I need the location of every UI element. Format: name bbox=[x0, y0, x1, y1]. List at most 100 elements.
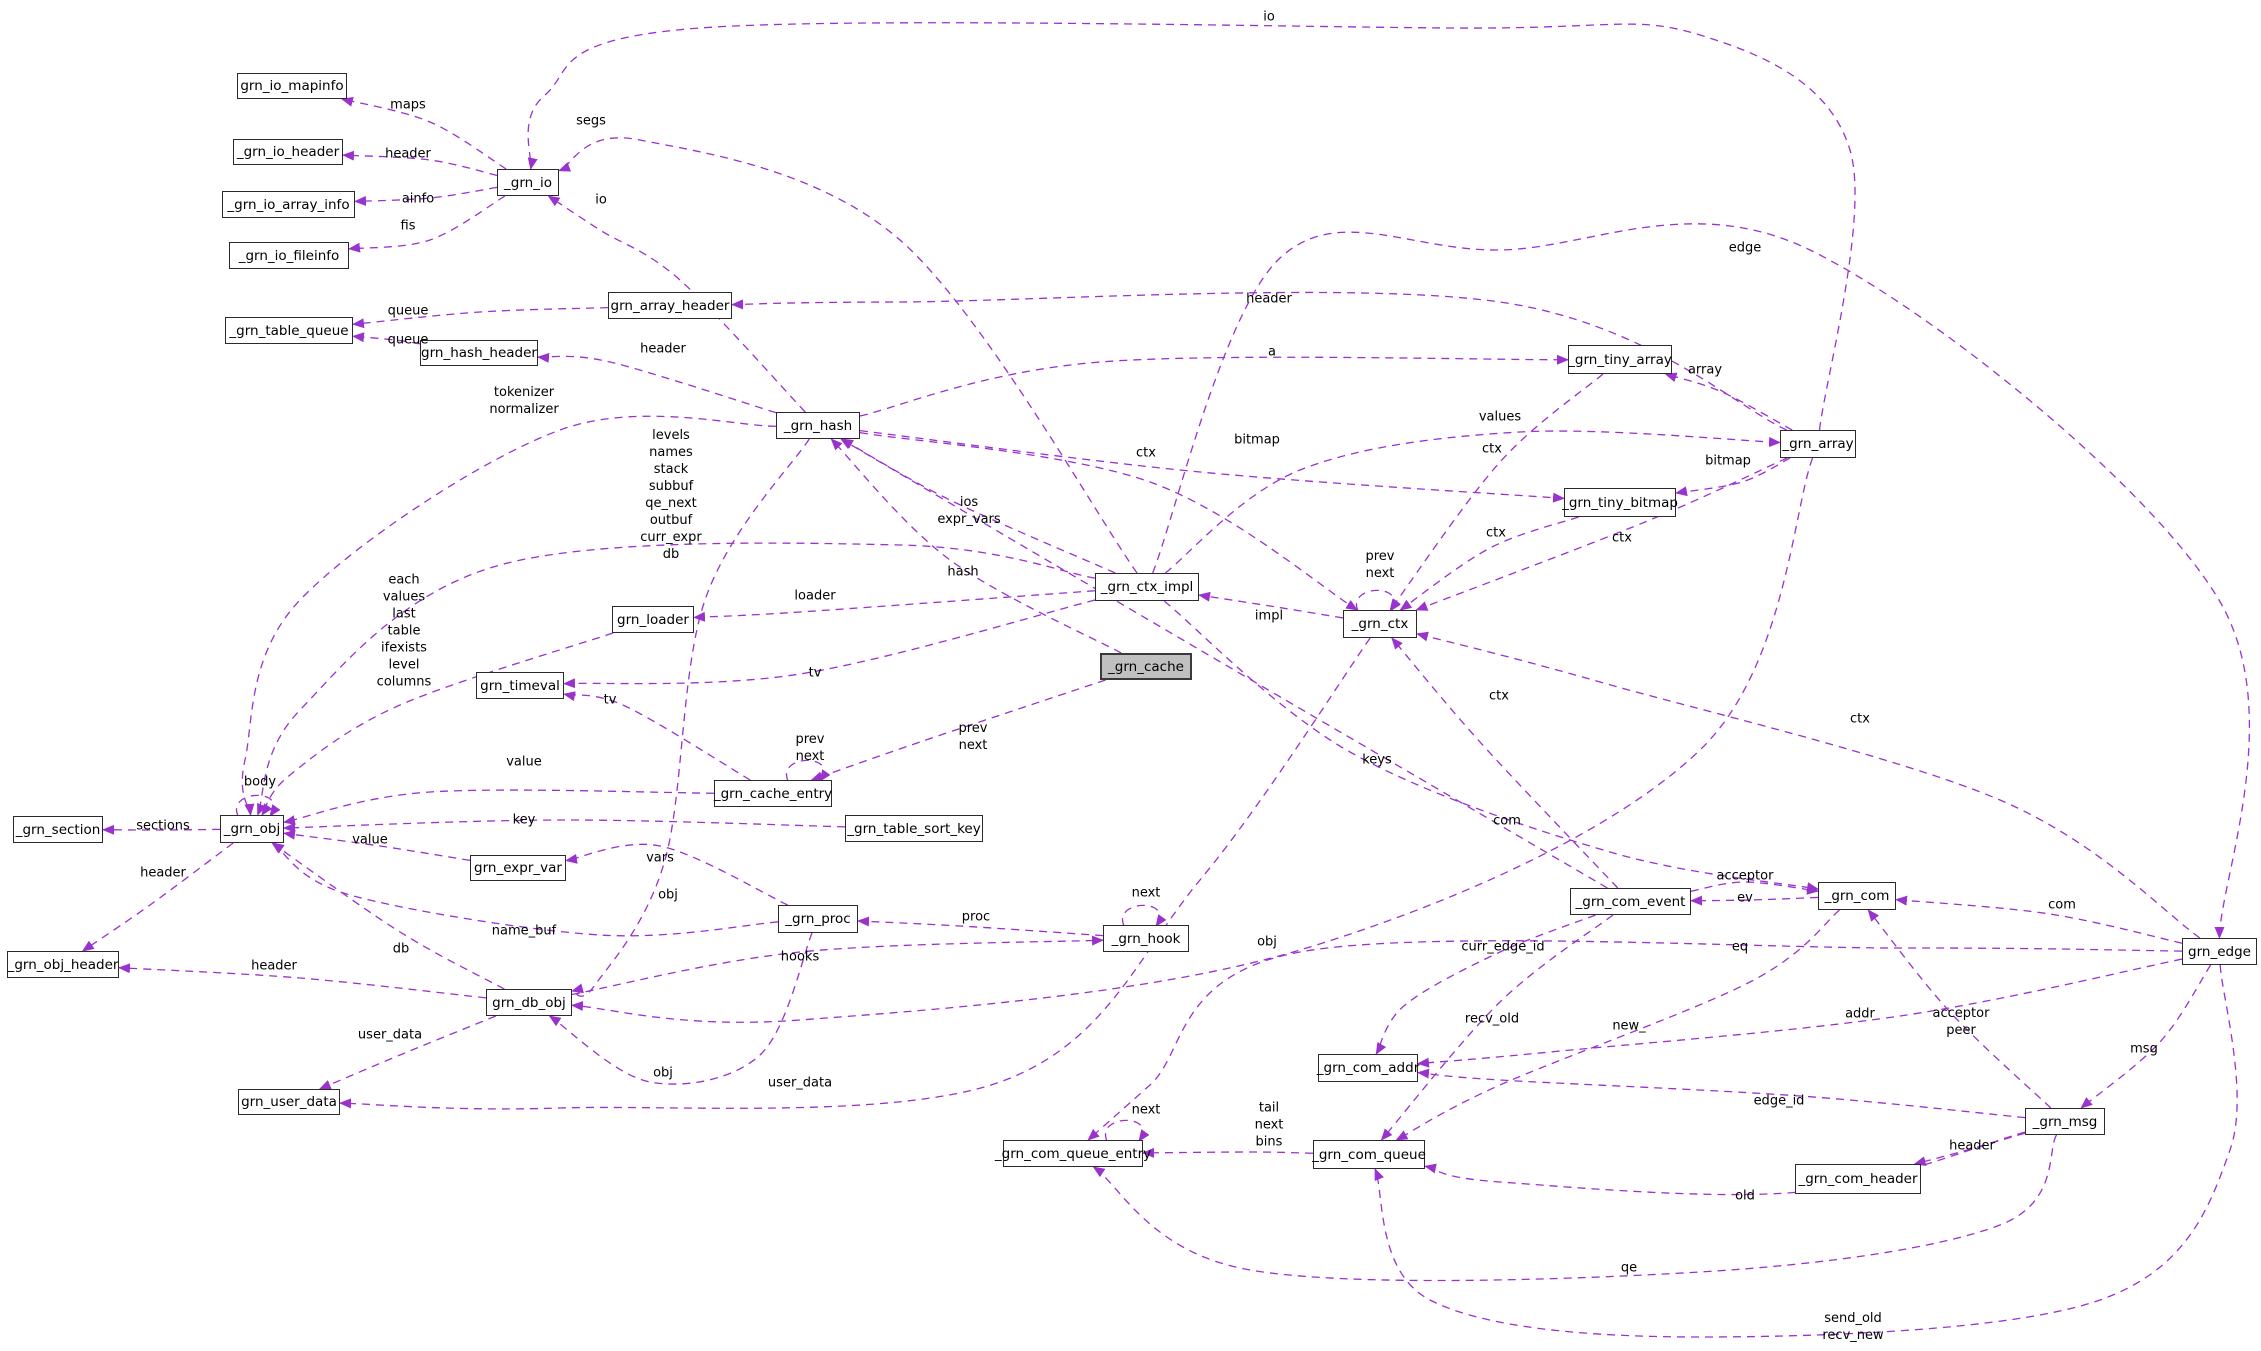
member-edge bbox=[810, 679, 1106, 782]
member-edge bbox=[1417, 958, 2183, 1068]
node-_grn_hash[interactable]: _grn_hash bbox=[776, 412, 860, 439]
node-grn_loader[interactable]: grn_loader bbox=[612, 606, 694, 633]
member-edge bbox=[1092, 1134, 2058, 1282]
node-_grn_table_queue[interactable]: _grn_table_queue bbox=[225, 317, 353, 344]
member-edge bbox=[342, 150, 498, 177]
member-edge bbox=[1415, 457, 1788, 611]
node-_grn_table_sort_key[interactable]: _grn_table_sort_key bbox=[845, 815, 983, 842]
node-label: _grn_io bbox=[504, 174, 552, 191]
member-edge bbox=[1104, 1119, 1150, 1142]
node-label: _grn_hash bbox=[783, 417, 853, 434]
node-label: _grn_com_queue bbox=[1312, 1146, 1426, 1163]
member-edge bbox=[1198, 591, 1344, 619]
node-_grn_array[interactable]: _grn_array bbox=[1780, 430, 1856, 458]
node-_grn_section[interactable]: _grn_section bbox=[13, 816, 103, 843]
node-_grn_io[interactable]: _grn_io bbox=[497, 169, 559, 196]
member-edge bbox=[235, 794, 281, 817]
node-_grn_com_queue[interactable]: _grn_com_queue bbox=[1312, 1140, 1426, 1169]
node-label: _grn_com bbox=[1824, 888, 1890, 904]
node-grn_user_data[interactable]: grn_user_data bbox=[238, 1089, 340, 1115]
node-_grn_cache[interactable]: _grn_cache bbox=[1100, 653, 1192, 680]
member-edge bbox=[1389, 373, 1604, 611]
node-_grn_proc[interactable]: _grn_proc bbox=[778, 905, 858, 933]
node-_grn_com_header[interactable]: _grn_com_header bbox=[1795, 1164, 1921, 1194]
member-edge bbox=[1087, 940, 2183, 1141]
member-edge bbox=[1121, 904, 1167, 927]
node-_grn_obj[interactable]: _grn_obj bbox=[220, 815, 284, 843]
node-label: grn_timeval bbox=[480, 677, 560, 694]
member-edge bbox=[1152, 223, 2251, 939]
node-_grn_com_event[interactable]: _grn_com_event bbox=[1570, 888, 1691, 915]
node-_grn_msg[interactable]: _grn_msg bbox=[2025, 1108, 2105, 1135]
member-edge bbox=[859, 429, 1565, 503]
member-edge bbox=[348, 195, 506, 253]
member-edge bbox=[731, 291, 1787, 431]
node-_grn_cache_entry[interactable]: _grn_cache_entry bbox=[714, 780, 832, 807]
member-edge bbox=[563, 599, 1096, 689]
node-grn_timeval[interactable]: grn_timeval bbox=[476, 672, 564, 699]
node-_grn_io_array_info[interactable]: _grn_io_array_info bbox=[222, 191, 355, 218]
member-edge bbox=[257, 542, 1096, 816]
node-label: grn_expr_var bbox=[474, 860, 562, 876]
node-_grn_com[interactable]: _grn_com bbox=[1818, 882, 1896, 910]
node-_grn_io_fileinfo[interactable]: _grn_io_fileinfo bbox=[229, 242, 349, 269]
member-edge bbox=[354, 186, 498, 206]
node-_grn_obj_header[interactable]: _grn_obj_header bbox=[7, 951, 119, 978]
node-label: grn_hash_header bbox=[421, 345, 537, 361]
node-label: grn_user_data bbox=[241, 1094, 337, 1110]
member-edge bbox=[1664, 372, 1793, 431]
member-edge bbox=[81, 842, 234, 952]
member-edge bbox=[571, 457, 1814, 1023]
member-edge bbox=[785, 759, 831, 782]
node-_grn_ctx[interactable]: _grn_ctx bbox=[1343, 610, 1417, 638]
node-label: _grn_com_addr bbox=[1316, 1060, 1420, 1076]
node-label: _grn_msg bbox=[2032, 1113, 2098, 1130]
member-edge bbox=[352, 332, 421, 345]
member-edge bbox=[1690, 881, 1819, 895]
member-edge bbox=[1424, 1131, 2026, 1196]
member-edge bbox=[283, 789, 715, 826]
member-edge bbox=[563, 691, 751, 781]
member-edge bbox=[859, 432, 1359, 611]
node-_grn_hook[interactable]: _grn_hook bbox=[1103, 925, 1189, 952]
node-grn_expr_var[interactable]: grn_expr_var bbox=[470, 855, 566, 881]
node-label: _grn_proc bbox=[785, 911, 851, 927]
member-edge bbox=[857, 916, 1104, 937]
member-edge bbox=[1675, 457, 1791, 497]
node-label: _grn_ctx_impl bbox=[1100, 579, 1194, 595]
member-edge bbox=[340, 96, 507, 170]
member-edge bbox=[261, 632, 614, 816]
member-edge bbox=[283, 829, 471, 861]
node-label: grn_loader bbox=[617, 611, 689, 628]
node-label: _grn_table_queue bbox=[229, 322, 349, 339]
member-edge bbox=[558, 137, 1138, 574]
member-edge bbox=[118, 963, 487, 999]
node-label: grn_io_mapinfo bbox=[240, 78, 344, 94]
node-label: grn_edge bbox=[2188, 943, 2251, 960]
node-grn_db_obj[interactable]: grn_db_obj bbox=[486, 989, 572, 1016]
node-_grn_com_queue_entry[interactable]: _grn_com_queue_entry bbox=[995, 1140, 1151, 1167]
node-grn_io_mapinfo[interactable]: grn_io_mapinfo bbox=[237, 73, 347, 99]
node-_grn_io_header[interactable]: _grn_io_header bbox=[233, 139, 343, 165]
node-_grn_ctx_impl[interactable]: _grn_ctx_impl bbox=[1095, 573, 1199, 601]
member-edge bbox=[840, 438, 1608, 889]
member-edge bbox=[1142, 1147, 1314, 1158]
node-label: _grn_section bbox=[15, 821, 101, 838]
member-edge bbox=[565, 843, 788, 906]
member-edge bbox=[527, 22, 1856, 431]
node-label: _grn_ctx bbox=[1351, 616, 1409, 632]
member-edge bbox=[1417, 1068, 2026, 1119]
node-grn_array_header[interactable]: grn_array_header bbox=[608, 292, 732, 319]
node-_grn_tiny_array[interactable]: _grn_tiny_array bbox=[1568, 345, 1672, 374]
member-edge bbox=[1355, 589, 1401, 612]
member-edge bbox=[548, 932, 813, 1085]
node-_grn_tiny_bitmap[interactable]: _grn_tiny_bitmap bbox=[1562, 488, 1678, 517]
member-edge bbox=[1690, 895, 1819, 906]
node-grn_hash_header[interactable]: grn_hash_header bbox=[420, 340, 538, 366]
member-edge bbox=[841, 438, 1116, 574]
member-edge bbox=[1374, 964, 2238, 1338]
node-_grn_com_addr[interactable]: _grn_com_addr bbox=[1316, 1054, 1420, 1082]
node-label: _grn_io_fileinfo bbox=[238, 247, 340, 264]
node-grn_edge[interactable]: grn_edge bbox=[2182, 938, 2257, 965]
member-edge bbox=[693, 590, 1096, 622]
